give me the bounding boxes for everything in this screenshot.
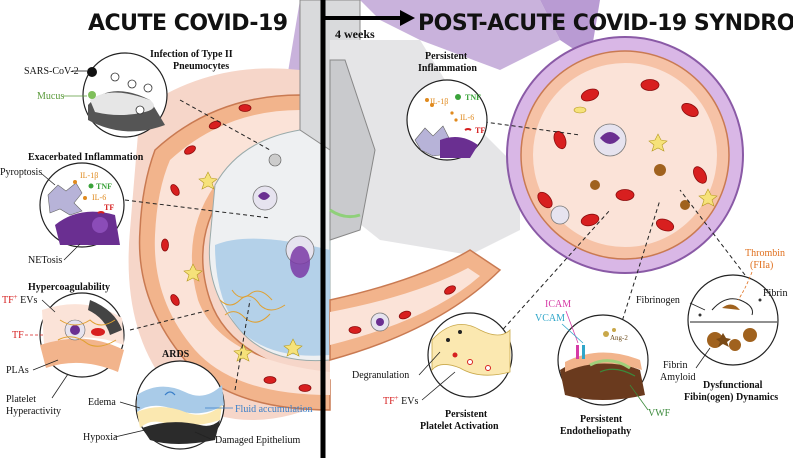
- label-edema: Edema: [88, 397, 116, 408]
- fibrin-mesh-left: [219, 289, 286, 323]
- label-il1b-post: IL-1β: [430, 97, 448, 106]
- header-post: POST-ACUTE COVID-19 SYNDROME: [418, 11, 793, 36]
- label-tf-evs-acute: TF+ EVs: [2, 293, 37, 306]
- label-tf-evs-post: TF+ EVs: [383, 394, 418, 407]
- label-fibrin-amyloid-1: Fibrin: [663, 360, 687, 371]
- rbc-group-right: [348, 285, 456, 334]
- label-platelet-1: Platelet: [6, 394, 36, 405]
- vessel-cross-section: [506, 36, 744, 274]
- inset-ards: [135, 360, 225, 450]
- label-fluid-accumulation: Fluid accumulation: [235, 404, 313, 415]
- endothelio-title-2: Endotheliopathy: [560, 426, 631, 437]
- label-icam: ICAM: [545, 299, 571, 310]
- label-fibrinogen: Fibrinogen: [636, 295, 680, 306]
- immune-cells-right: [370, 312, 390, 332]
- label-sars-cov-2: SARS-CoV-2: [24, 66, 79, 77]
- mucus-icon: [88, 91, 96, 99]
- inset-persistent-inflammation: [406, 79, 488, 161]
- label-il1b-acute: IL-1β: [80, 171, 98, 180]
- label-tnf-post: TNF: [465, 93, 481, 102]
- vessel-lumen-right: [330, 268, 480, 345]
- vessel-lumen-left: [154, 110, 330, 395]
- label-platelet-2: Hyperactivity: [6, 406, 61, 417]
- inset-fibrin: [687, 274, 779, 366]
- label-plas: PLAs: [6, 365, 29, 376]
- label-thrombin: Thrombin: [745, 248, 785, 259]
- infection-title-1: Infection of Type II: [150, 49, 233, 60]
- rbc-group-left: [161, 104, 312, 392]
- platelets-left: [183, 171, 303, 362]
- fibrin-title-1: Dysfunctional: [703, 380, 763, 391]
- endothelio-title-1: Persistent: [580, 414, 623, 425]
- label-vcam: VCAM: [535, 313, 565, 324]
- epithelium-strip: [329, 208, 361, 219]
- label-netosis: NETosis: [28, 255, 62, 266]
- immune-cells-left: [252, 153, 315, 278]
- timeline-label: 4 weeks: [335, 27, 375, 41]
- header-acute: ACUTE COVID-19: [88, 11, 288, 36]
- label-fibrin-amyloid-2: Amyloid: [660, 372, 696, 383]
- inset-inflammation: [39, 162, 125, 248]
- label-fibrin: Fibrin: [763, 288, 787, 299]
- ards-title: ARDS: [162, 349, 190, 360]
- hypercoag-title: Hypercoagulability: [28, 282, 110, 293]
- virus-icon: [87, 67, 97, 77]
- platelet-title-2: Platelet Activation: [420, 421, 499, 432]
- label-vwf: VWF: [648, 408, 671, 419]
- label-damaged-epithelium: Damaged Epithelium: [215, 435, 300, 446]
- label-degranulation: Degranulation: [352, 370, 409, 381]
- label-tnf-acute: TNF: [96, 182, 112, 191]
- label-tf-acute: TF: [104, 203, 114, 212]
- platelet-title-1: Persistent: [445, 409, 488, 420]
- label-ang2: Ang-2: [610, 334, 628, 342]
- label-il6-post: IL-6: [460, 113, 474, 122]
- fibrin-title-2: Fibin(ogen) Dynamics: [684, 392, 778, 403]
- timeline-arrow-head: [400, 10, 415, 26]
- label-tf-hypercoag: TF: [12, 330, 24, 341]
- inset-endotheliopathy: [557, 314, 649, 406]
- label-il6-acute: IL-6: [92, 193, 106, 202]
- connector-lines: [124, 99, 746, 391]
- label-mucus: Mucus: [37, 91, 64, 102]
- inflammation-title: Exacerbated Inflammation: [28, 152, 144, 163]
- inset-platelet-activation: [427, 312, 513, 398]
- label-hypoxia: Hypoxia: [83, 432, 118, 443]
- label-pyroptosis: Pyroptosis: [0, 167, 42, 178]
- infection-title-2: Pneumocytes: [173, 61, 229, 72]
- persist-inflam-title-2: Inflammation: [418, 63, 477, 74]
- persist-inflam-title-1: Persistent: [425, 51, 468, 62]
- label-tf-post: TF: [475, 126, 485, 135]
- inset-hypercoag: [39, 292, 125, 378]
- label-fiia: (FIIa): [750, 260, 773, 271]
- inset-infection: [82, 52, 168, 138]
